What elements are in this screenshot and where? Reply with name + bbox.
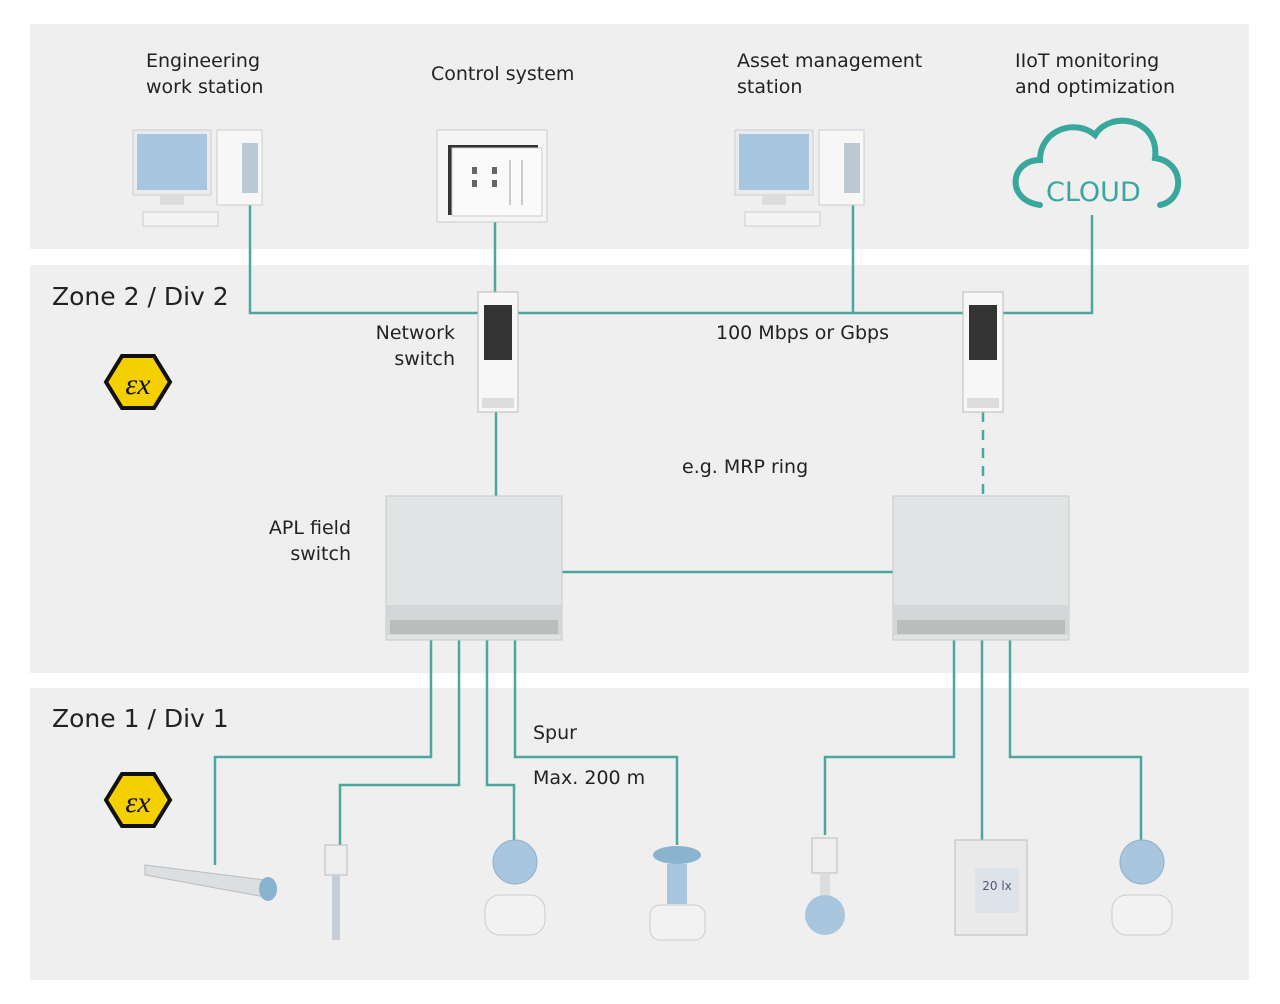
- workstation-icon: [132, 129, 263, 227]
- spur-3: [485, 640, 516, 840]
- label-max-length: Max. 200 m: [533, 767, 646, 789]
- zone-1-title: Zone 1 / Div 1: [52, 704, 229, 733]
- svg-text:εx: εx: [125, 368, 151, 401]
- apl-field-switch-icon: [892, 495, 1070, 641]
- sensor-icon: [324, 844, 348, 940]
- cloud-label: CLOUD: [1046, 177, 1141, 208]
- zone-2-title: Zone 2 / Div 2: [52, 282, 229, 311]
- label-speed: 100 Mbps or Gbps: [716, 322, 889, 344]
- flowmeter-icon: [484, 839, 546, 936]
- spur-2: [338, 640, 461, 845]
- network-switch-icon: [477, 291, 519, 413]
- spur-4: [513, 640, 679, 845]
- display-value: 20 lx: [982, 879, 1012, 893]
- valve-icon: [649, 846, 706, 941]
- sensor-icon: [805, 837, 845, 935]
- sensor-icon: [144, 864, 277, 901]
- label-control-system: Control system: [431, 63, 575, 85]
- panel-zone-1: [30, 688, 1249, 980]
- workstation-icon: [734, 129, 865, 227]
- line-ews: [248, 205, 478, 315]
- spur-7: [1008, 640, 1143, 840]
- line-cloud: [1003, 215, 1094, 315]
- ex-hazard-icon: εx: [103, 772, 173, 828]
- spur-5: [823, 640, 956, 835]
- apl-field-switch-icon: [385, 495, 563, 641]
- label-ring: e.g. MRP ring: [682, 456, 809, 478]
- connection-lines: [213, 205, 1143, 865]
- label-spur: Spur: [533, 722, 577, 744]
- display-device-icon: 20 lx: [954, 839, 1028, 936]
- network-switch-icon: [962, 291, 1004, 413]
- ex-hazard-icon: εx: [103, 354, 173, 410]
- svg-text:εx: εx: [125, 786, 151, 819]
- control-system-icon: [436, 129, 548, 223]
- spur-1: [213, 640, 433, 865]
- cloud-icon: [1012, 117, 1182, 208]
- flowmeter-icon: [1111, 839, 1173, 936]
